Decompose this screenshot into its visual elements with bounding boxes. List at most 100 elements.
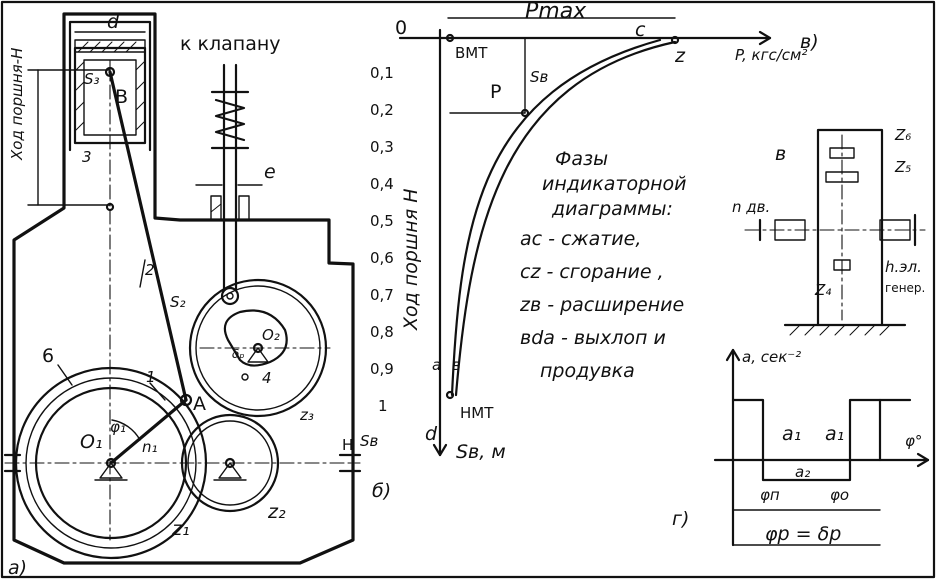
y-ticks: 0,1 0,2 0,3 0,4 0,5 0,6 0,7 0,8 0,9 1: [370, 64, 394, 415]
o1-label: O₁: [80, 431, 103, 453]
cam-4: [223, 309, 288, 367]
piston-hatch: [75, 41, 145, 131]
z5-label: Z₅: [894, 158, 911, 176]
panel-v-gearbox: в) Z₆ Z₅ в n дв. Z₄ h.эл. генер.: [732, 31, 926, 336]
bdc-point: [105, 202, 115, 212]
a-point-label: a: [432, 356, 441, 374]
cylinder-walls: [68, 20, 152, 152]
rod-number: 2: [145, 261, 155, 279]
panel-b-indicator: 0 Pmax c z P, кгс/см² ВМТ Sв P НМТ a в d…: [360, 0, 807, 502]
phases-title-2: индикаторной: [542, 173, 687, 195]
gearbox-housing: [816, 128, 884, 327]
a-label: A: [193, 393, 206, 415]
n-gen-label: h.эл.: [885, 258, 922, 276]
p-axis-label: P, кгс/см²: [735, 46, 807, 64]
valve-spring: [214, 98, 246, 142]
flywheel-number: 6: [42, 345, 54, 367]
gear-z6: [829, 147, 855, 159]
d-label: d: [107, 11, 120, 33]
housing-outline: [12, 12, 355, 565]
tick-03: 0,3: [370, 138, 394, 156]
phi-o-label: φо: [830, 486, 849, 504]
z6-label: Z₆: [894, 126, 911, 144]
phi-axis-label: φ°: [905, 432, 922, 450]
phase-zb: zв - расширение: [519, 294, 684, 316]
guide-left: [210, 195, 222, 221]
phases-title-3: диаграммы:: [551, 198, 673, 220]
panel-a-label: а): [8, 557, 27, 579]
s3-label: S₃: [84, 70, 100, 88]
phase-cz: cz - сгорание ,: [520, 261, 664, 283]
a1-right-label: a₁: [825, 423, 844, 445]
tick-04: 0,4: [370, 175, 394, 193]
tick-08: 0,8: [370, 323, 394, 341]
n-engine-label: n дв.: [732, 198, 770, 216]
stroke-label: Ход поршня-Н: [8, 48, 26, 161]
o1-bearing: [105, 457, 117, 469]
z2-label: z₂: [267, 501, 286, 523]
phases-title-1: Фазы: [555, 148, 608, 170]
tick-1: 1: [378, 397, 388, 415]
output-shaft: [879, 219, 911, 241]
b-gear-label: в: [775, 143, 786, 165]
panel-b-label: б): [372, 480, 391, 502]
a1-left-label: a₁: [782, 423, 801, 445]
tick-07: 0,7: [370, 286, 394, 304]
c-label: c: [635, 19, 646, 41]
panel-g-label: г): [672, 508, 689, 530]
valve-label: к клапану: [180, 33, 281, 55]
tick-09: 0,9: [370, 360, 394, 378]
guide-right: [238, 195, 250, 221]
expansion-curve: [454, 40, 677, 397]
phi-p-label: φп: [760, 486, 780, 504]
bdc-label: НМТ: [460, 404, 494, 422]
gen-label: генер.: [885, 281, 925, 295]
d-point-label: d: [425, 423, 438, 445]
tick-02: 0,2: [370, 101, 394, 119]
crank: [109, 398, 188, 465]
input-shaft: [774, 219, 806, 241]
o2-label: O₂: [262, 326, 280, 344]
connecting-rod: [108, 70, 188, 402]
cam-number: 4: [262, 369, 272, 387]
gear-z5: [825, 171, 859, 183]
s2-label: S₂: [170, 293, 186, 311]
sb-label: Sв: [530, 68, 549, 86]
n1-label: n₁: [142, 438, 158, 456]
sb-tick-label: Sв: [360, 432, 379, 450]
a2-label: a₂: [795, 463, 810, 481]
sb-axis-label: Sв, м: [456, 441, 506, 463]
pmax-label: Pmax: [525, 0, 587, 24]
p-label: P: [490, 81, 501, 103]
a-axis-label: a, сек⁻²: [742, 348, 801, 366]
z4-label: Z₄: [814, 281, 831, 299]
panel-a-mechanism: d Ход поршня-Н S₃ B 3 2 S₂ A 1: [3, 11, 362, 579]
phase-scavenge: продувка: [540, 360, 635, 382]
phase-bda: вda - выхлоп и: [520, 327, 666, 349]
tick-05: 0,5: [370, 212, 394, 230]
phase-ac: ac - сжатие,: [520, 228, 641, 250]
y-axis-label: Ход поршня Н: [400, 189, 422, 332]
b-point-label: в: [452, 356, 461, 374]
panel-g-acceleration: a, сек⁻² φ° a₁ a₁ a₂ φп φо φp = δp г): [672, 348, 930, 547]
panel-v-label: в): [800, 31, 819, 53]
piston-crown: [74, 39, 146, 53]
ground-hatch: [789, 324, 891, 336]
z-label: z: [674, 45, 686, 67]
o2-lower-bearing: [224, 457, 236, 469]
z1-label: z₁: [171, 518, 190, 540]
tdc-label: ВМТ: [455, 44, 488, 62]
h-label: H: [342, 436, 353, 454]
gear-z4: [833, 259, 851, 271]
phi-total-label: φp = δp: [765, 523, 841, 545]
e-label: е: [264, 161, 276, 183]
origin-label: 0: [395, 17, 407, 39]
compression-curve: [450, 38, 662, 397]
roller: [220, 286, 240, 306]
tick-06: 0,6: [370, 249, 394, 267]
tick-01: 0,1: [370, 64, 394, 82]
z3-label: z₃: [299, 406, 314, 424]
piston-number: 3: [82, 148, 92, 166]
